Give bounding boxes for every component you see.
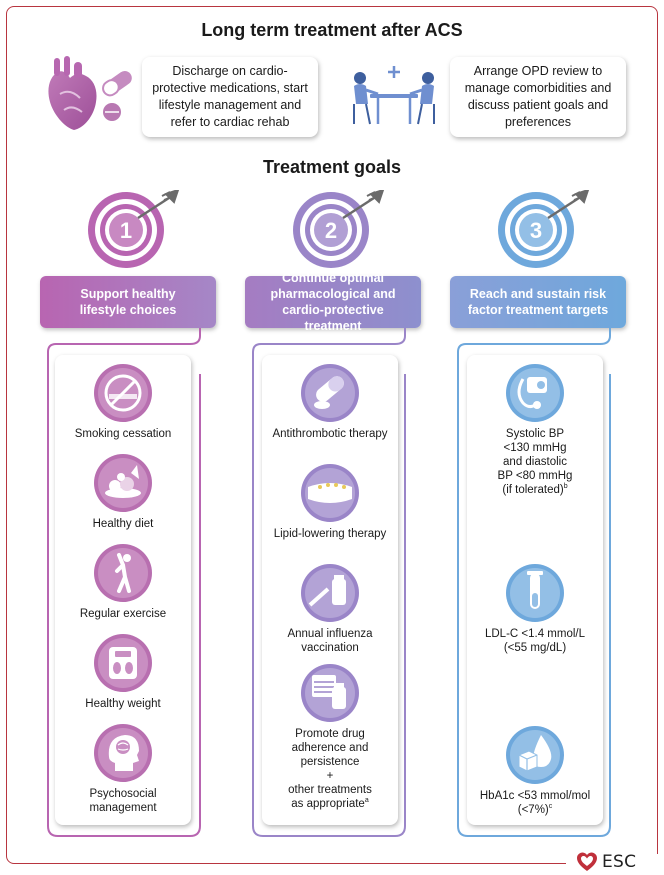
- artery-plaque-icon: [301, 464, 359, 522]
- item-label: Psychosocial management: [89, 788, 157, 814]
- opd-review-box: Arrange OPD review to manage comorbiditi…: [450, 57, 626, 137]
- test-tube-icon: [506, 564, 564, 622]
- doctor-patient-meeting-icon: [353, 66, 435, 125]
- label-line: LDL-C <1.4 mmol/L: [484, 628, 586, 640]
- list-item: Systolic BP <130 mmHg and diastolic BP <…: [467, 363, 603, 497]
- list-item: HbA1c <53 mmol/mol (<7%)c: [467, 725, 603, 817]
- no-smoking-icon: [94, 364, 152, 422]
- opd-review-text: Arrange OPD review to manage comorbiditi…: [464, 64, 612, 129]
- label-line: (<55 mg/dL): [503, 642, 567, 654]
- page-title: Long term treatment after ACS: [201, 20, 463, 40]
- list-item: Healthy diet: [55, 453, 191, 531]
- calendar-bottle-icon: [301, 664, 359, 722]
- label-line: Promote drug: [295, 728, 365, 740]
- list-item: Lipid-lowering therapy: [262, 463, 398, 541]
- goal-1-bracket: [47, 328, 201, 837]
- item-label: Healthy diet: [92, 518, 154, 530]
- discharge-box: Discharge on cardio-protective medicatio…: [142, 57, 318, 137]
- goal-1-header: Support healthy lifestyle choices: [40, 276, 216, 328]
- item-label: Systolic BP <130 mmHg and diastolic BP <…: [467, 427, 603, 497]
- list-item: LDL-C <1.4 mmol/L (<55 mg/dL): [467, 563, 603, 655]
- goals-title: Treatment goals: [262, 157, 402, 177]
- label-line: (<7%): [517, 804, 549, 816]
- pill-icon: [301, 364, 359, 422]
- list-item: Promote drug adherence and persistence +…: [262, 663, 398, 811]
- scale-icon: [94, 634, 152, 692]
- goal-2-bracket: [252, 328, 406, 837]
- label-line: <130 mmHg: [503, 442, 567, 454]
- list-item: Healthy weight: [55, 633, 191, 711]
- target-3-number: 3: [530, 218, 542, 243]
- goal-3-header: Reach and sustain risk factor treatment …: [450, 276, 626, 328]
- item-label: Smoking cessation: [74, 428, 172, 440]
- list-item: Regular exercise: [55, 543, 191, 621]
- list-item: Psychosocial management: [55, 723, 191, 815]
- list-item: Smoking cessation: [55, 363, 191, 441]
- discharge-text: Discharge on cardio-protective medicatio…: [152, 64, 308, 129]
- label-line: adherence and: [291, 742, 369, 754]
- footnote-marker: c: [548, 803, 553, 811]
- target-1-icon: 1: [88, 190, 180, 268]
- item-label: LDL-C <1.4 mmol/L (<55 mg/dL): [467, 627, 603, 655]
- item-label: Annual influenza vaccination: [287, 628, 373, 654]
- item-label: Regular exercise: [79, 608, 167, 620]
- outer-frame: [6, 6, 658, 864]
- label-line: BP <80 mmHg: [497, 470, 573, 482]
- item-label: HbA1c <53 mmol/mol (<7%)c: [467, 789, 603, 817]
- goal-2-header: Continue optimal pharmacological and car…: [245, 271, 421, 333]
- target-2-number: 2: [325, 218, 337, 243]
- item-label: Promote drug adherence and persistence +…: [262, 727, 398, 811]
- goal-2-items-box: Antithrombotic therapy Lipid-lowering th…: [262, 355, 398, 825]
- sugar-drop-icon: [506, 726, 564, 784]
- label-line: as appropriate: [291, 798, 365, 810]
- item-label: Lipid-lowering therapy: [273, 528, 387, 540]
- healthy-diet-icon: [94, 454, 152, 512]
- heart-pills-icon: [48, 56, 132, 130]
- target-2-icon: 2: [293, 190, 385, 268]
- label-line: Systolic BP: [505, 428, 565, 440]
- goal-3-bracket: [457, 328, 611, 837]
- item-label: Healthy weight: [85, 698, 161, 710]
- target-3-icon: 3: [498, 190, 590, 268]
- label-line: +: [326, 770, 334, 782]
- list-item: Antithrombotic therapy: [262, 363, 398, 441]
- footnote-marker: b: [563, 483, 568, 491]
- goal-3-items-box: Systolic BP <130 mmHg and diastolic BP <…: [467, 355, 603, 825]
- esc-logo: ESC: [576, 851, 636, 873]
- label-line: HbA1c <53 mmol/mol: [479, 790, 591, 802]
- item-label: Antithrombotic therapy: [272, 428, 388, 440]
- exercise-icon: [94, 544, 152, 602]
- label-line: and diastolic: [503, 456, 567, 468]
- brain-head-icon: [94, 724, 152, 782]
- footnote-marker: a: [364, 797, 369, 805]
- esc-heart-icon: [577, 852, 597, 871]
- label-line: other treatments: [288, 784, 372, 796]
- label-line: (if tolerated): [502, 484, 564, 496]
- label-line: persistence: [300, 756, 360, 768]
- list-item: Annual influenza vaccination: [262, 563, 398, 655]
- esc-logo-text: ESC: [602, 852, 637, 872]
- blood-pressure-icon: [506, 364, 564, 422]
- goal-1-items-box: Smoking cessation Healthy diet Regular e…: [55, 355, 191, 825]
- vaccine-icon: [301, 564, 359, 622]
- target-1-number: 1: [120, 218, 132, 243]
